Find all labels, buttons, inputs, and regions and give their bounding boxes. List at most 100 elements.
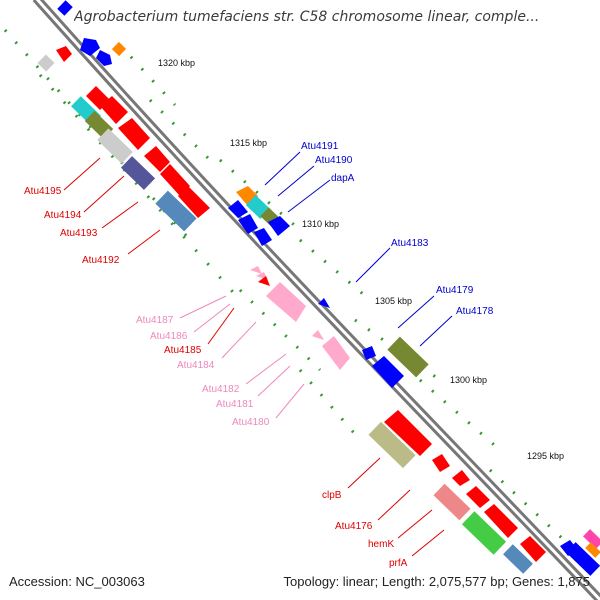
map-title: Agrobacterium tumefaciens str. C58 chrom… xyxy=(74,9,540,25)
gene-feature[interactable] xyxy=(372,356,404,388)
gene-feature[interactable] xyxy=(318,298,330,308)
gene-feature[interactable] xyxy=(111,41,127,57)
gene-label[interactable]: Atu4178 xyxy=(456,306,494,317)
gene-label[interactable]: Atu4184 xyxy=(177,360,215,371)
gene-feature[interactable] xyxy=(432,454,450,472)
connector xyxy=(63,157,101,191)
scale-ticks xyxy=(3,29,587,562)
gene-feature[interactable] xyxy=(461,511,507,555)
rna-cluster xyxy=(250,266,350,370)
gene-feature[interactable] xyxy=(228,200,248,218)
connector xyxy=(277,165,315,197)
gene-feature[interactable] xyxy=(56,46,72,62)
gene-label[interactable]: clpB xyxy=(322,490,342,501)
gene-label[interactable]: prfA xyxy=(389,558,408,569)
gene-feature[interactable] xyxy=(96,50,112,66)
connector xyxy=(245,353,287,385)
gene-feature[interactable] xyxy=(565,542,600,576)
tick-trail xyxy=(419,378,501,452)
connector xyxy=(355,247,391,283)
tick-trail xyxy=(354,318,441,382)
connector xyxy=(377,489,411,521)
gene-feature[interactable] xyxy=(97,128,133,164)
gene-feature[interactable] xyxy=(585,542,600,558)
genome-summary-text: Topology: linear; Length: 2,075,577 bp; … xyxy=(283,574,590,589)
gene-cluster-mid xyxy=(228,186,290,246)
gene-feature[interactable] xyxy=(57,0,73,16)
connector xyxy=(264,151,301,186)
gene-label[interactable]: Atu4193 xyxy=(60,228,98,239)
gene-feature[interactable] xyxy=(484,504,518,538)
connector xyxy=(83,175,125,213)
connector xyxy=(127,229,161,255)
scale-label: 1300 kbp xyxy=(450,375,487,385)
connector xyxy=(397,509,433,539)
scale-label: 1315 kbp xyxy=(230,138,267,148)
gene-feature[interactable] xyxy=(583,529,600,549)
gene-feature[interactable] xyxy=(384,410,432,456)
connector xyxy=(287,179,331,213)
gene-label[interactable]: Atu4190 xyxy=(315,155,353,166)
scale-label: 1305 kbp xyxy=(375,296,412,306)
gene-feature[interactable] xyxy=(100,96,128,124)
gene-label[interactable]: Atu4192 xyxy=(82,255,120,266)
gene-feature[interactable] xyxy=(238,214,258,234)
gene-feature[interactable] xyxy=(368,421,416,469)
gene-labels: Atu4195 Atu4194 Atu4193 Atu4192 Atu4191 … xyxy=(24,141,494,569)
gene-feature[interactable] xyxy=(258,276,270,286)
gene-feature[interactable] xyxy=(80,38,100,56)
gene-feature[interactable] xyxy=(452,470,470,486)
connector xyxy=(347,457,381,489)
connector xyxy=(257,365,291,397)
tick-trail xyxy=(219,158,301,232)
gene-feature[interactable] xyxy=(362,346,376,360)
connector xyxy=(179,295,227,319)
gene-label[interactable]: Atu4186 xyxy=(150,331,188,342)
rna-feature[interactable] xyxy=(312,330,324,340)
gene-feature[interactable] xyxy=(466,486,490,508)
gene-feature[interactable] xyxy=(37,54,55,72)
gene-label[interactable]: Atu4179 xyxy=(436,285,474,296)
gene-label[interactable]: Atu4194 xyxy=(44,210,82,221)
connector xyxy=(101,201,139,229)
gene-feature[interactable] xyxy=(520,536,546,562)
gene-label[interactable]: dapA xyxy=(331,173,355,184)
scale-labels: 1320 kbp 1315 kbp 1310 kbp 1305 kbp 1300… xyxy=(158,58,564,461)
gene-label[interactable]: Atu4176 xyxy=(335,521,373,532)
gene-feature[interactable] xyxy=(268,216,290,236)
rna-feature[interactable] xyxy=(266,282,306,322)
gene-features-top xyxy=(37,0,127,72)
gene-label[interactable]: hemK xyxy=(368,539,394,550)
gene-feature[interactable] xyxy=(433,483,471,521)
connector xyxy=(207,307,235,345)
gene-label[interactable]: Atu4185 xyxy=(164,345,202,356)
gene-label[interactable]: Atu4187 xyxy=(136,315,174,326)
connector xyxy=(411,529,445,557)
gene-feature[interactable] xyxy=(387,336,429,378)
scale-label: 1320 kbp xyxy=(158,58,195,68)
gene-feature[interactable] xyxy=(503,544,533,574)
gene-label[interactable]: Atu4183 xyxy=(391,238,429,249)
gene-label[interactable]: Atu4182 xyxy=(202,384,240,395)
gene-feature[interactable] xyxy=(120,156,156,190)
gene-feature[interactable] xyxy=(144,146,170,172)
scale-label: 1310 kbp xyxy=(302,219,339,229)
scale-label: 1295 kbp xyxy=(527,451,564,461)
gene-label[interactable]: Atu4180 xyxy=(232,417,270,428)
gene-feature[interactable] xyxy=(160,164,190,196)
accession-text: Accession: NC_003063 xyxy=(9,574,145,589)
gene-feature[interactable] xyxy=(254,228,272,246)
gene-feature[interactable] xyxy=(178,186,210,218)
tick-trail xyxy=(488,468,587,562)
gene-cluster-left xyxy=(71,86,210,232)
gene-label[interactable]: Atu4195 xyxy=(24,186,62,197)
chromosome-backbone xyxy=(32,0,600,600)
tick-trail xyxy=(298,369,362,441)
gene-label[interactable]: Atu4191 xyxy=(301,141,339,152)
connector xyxy=(419,315,453,347)
gene-feature[interactable] xyxy=(118,118,150,150)
gene-feature[interactable] xyxy=(155,190,197,232)
gene-label[interactable]: Atu4181 xyxy=(216,399,254,410)
rna-feature[interactable] xyxy=(322,336,350,370)
rna-feature[interactable] xyxy=(250,266,262,274)
